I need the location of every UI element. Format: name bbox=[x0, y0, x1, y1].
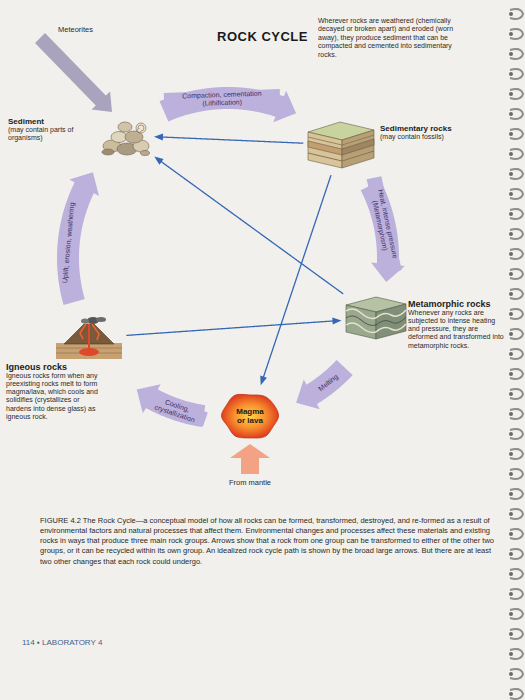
pebble bbox=[111, 132, 127, 143]
process-label: Uplift, erosion, weathering bbox=[61, 201, 76, 286]
group-description: (may contain fossils) bbox=[380, 133, 452, 141]
group-description: Whenever any rocks are subjected to inte… bbox=[408, 309, 506, 349]
group-heading: Metamorphic rocks bbox=[408, 299, 506, 309]
arrow-head bbox=[273, 91, 296, 122]
group-heading: Sedimentary rocks bbox=[380, 124, 452, 133]
magma-outline bbox=[221, 394, 278, 438]
block-face bbox=[376, 304, 406, 339]
process-note: Wherever rocks are weathered (chemically… bbox=[318, 17, 460, 59]
layer-line bbox=[308, 151, 374, 161]
cycle-arrow bbox=[164, 91, 296, 122]
foliation-band bbox=[346, 309, 376, 319]
cycle-arrow bbox=[371, 185, 405, 282]
rock-group: Sedimentary rocks(may contain fossils) bbox=[308, 122, 452, 171]
sediment-group: Sediment(may contain parts of organisms) bbox=[8, 113, 150, 158]
magma-text: Magma or lava bbox=[232, 407, 269, 425]
text-column: Igneous rocksIgneous rocks form when any… bbox=[6, 362, 102, 421]
process-label: Heat, intense pressure (Metamorphism) bbox=[367, 176, 402, 273]
path-arrow bbox=[154, 134, 303, 144]
foliation-band bbox=[346, 323, 376, 333]
arrow-shaft bbox=[162, 137, 303, 143]
arrow-shaft bbox=[263, 175, 331, 378]
group-heading: Igneous rocks bbox=[6, 362, 102, 372]
volcano-conduit bbox=[88, 324, 90, 349]
arrow-head bbox=[260, 376, 267, 386]
text-column: Sediment(may contain parts of organisms) bbox=[8, 117, 92, 142]
foliation-band bbox=[346, 316, 376, 326]
meteorite-arrow bbox=[35, 33, 112, 112]
lava-flow bbox=[92, 324, 99, 340]
arrow-head bbox=[137, 384, 161, 413]
rock-group: Igneous rocksIgneous rocks form when any… bbox=[6, 317, 122, 424]
magma-shape bbox=[218, 390, 282, 442]
block-face bbox=[346, 305, 376, 339]
lava-flow bbox=[80, 324, 86, 339]
group-description: Igneous rocks form when any preexisting … bbox=[6, 372, 102, 420]
ash-plume bbox=[96, 317, 106, 322]
arrow-shaft bbox=[371, 185, 388, 265]
page-footer: 114 ▪ LABORATORY 4 bbox=[22, 638, 242, 648]
arrow-shaft bbox=[151, 398, 204, 416]
cycle-arrow bbox=[296, 368, 345, 410]
block-face bbox=[308, 132, 342, 168]
process-label: Cooling, crystallization bbox=[145, 392, 209, 427]
arrow-shaft bbox=[164, 98, 281, 111]
pebble bbox=[118, 122, 132, 132]
foliation-band bbox=[376, 310, 406, 318]
spiral-binding bbox=[508, 0, 525, 700]
metamorphic-block bbox=[346, 297, 406, 339]
foliation-band bbox=[376, 317, 406, 325]
magma-blob: Magma or lava bbox=[218, 390, 282, 442]
arrow-shaft bbox=[161, 161, 344, 294]
magma-label: Magma or lava bbox=[232, 407, 269, 425]
arrow-head bbox=[332, 318, 341, 325]
process-label: Melting bbox=[315, 371, 341, 394]
sediment-pile bbox=[102, 122, 150, 156]
arrow-head bbox=[296, 379, 320, 409]
cycle-arrow bbox=[68, 172, 99, 302]
process-label: Compaction, cementation (Lithification) bbox=[164, 89, 280, 108]
path-arrow bbox=[260, 175, 331, 385]
shell bbox=[136, 123, 146, 133]
pebble bbox=[102, 149, 114, 155]
group-heading: Sediment bbox=[8, 117, 92, 126]
arrow-shaft bbox=[311, 368, 345, 395]
arrow-head bbox=[371, 263, 405, 282]
mantle-arrow bbox=[230, 444, 270, 474]
magma-chamber bbox=[79, 348, 99, 356]
figure-caption: FIGURE 4.2 The Rock Cycle—a conceptual m… bbox=[40, 516, 502, 567]
arrow-shaft bbox=[68, 187, 85, 302]
arrow-shaft bbox=[126, 321, 333, 335]
arrow-head bbox=[154, 157, 163, 165]
block-face bbox=[342, 130, 374, 168]
rock-layer bbox=[308, 141, 342, 155]
rock-group: Metamorphic rocksWhenever any rocks are … bbox=[346, 297, 506, 353]
path-arrow bbox=[126, 318, 341, 336]
arrow-head bbox=[154, 134, 163, 141]
ash-plume bbox=[81, 319, 89, 324]
input-label: From mantle bbox=[190, 478, 310, 487]
layer-line bbox=[308, 135, 374, 145]
text-column: Sedimentary rocks(may contain fossils) bbox=[380, 124, 452, 141]
diagram-title: ROCK CYCLE bbox=[0, 29, 525, 44]
shell-spiral bbox=[137, 125, 144, 132]
input-label: Meteorites bbox=[58, 25, 128, 34]
pebble bbox=[141, 151, 150, 156]
group-description: (may contain parts of organisms) bbox=[8, 126, 92, 142]
foliation-band bbox=[376, 324, 406, 332]
sedimentary-block bbox=[308, 122, 374, 168]
cycle-arrow bbox=[137, 384, 204, 416]
volcano bbox=[56, 317, 122, 359]
text-column: Metamorphic rocksWhenever any rocks are … bbox=[408, 299, 506, 350]
arrow-head bbox=[69, 172, 99, 196]
